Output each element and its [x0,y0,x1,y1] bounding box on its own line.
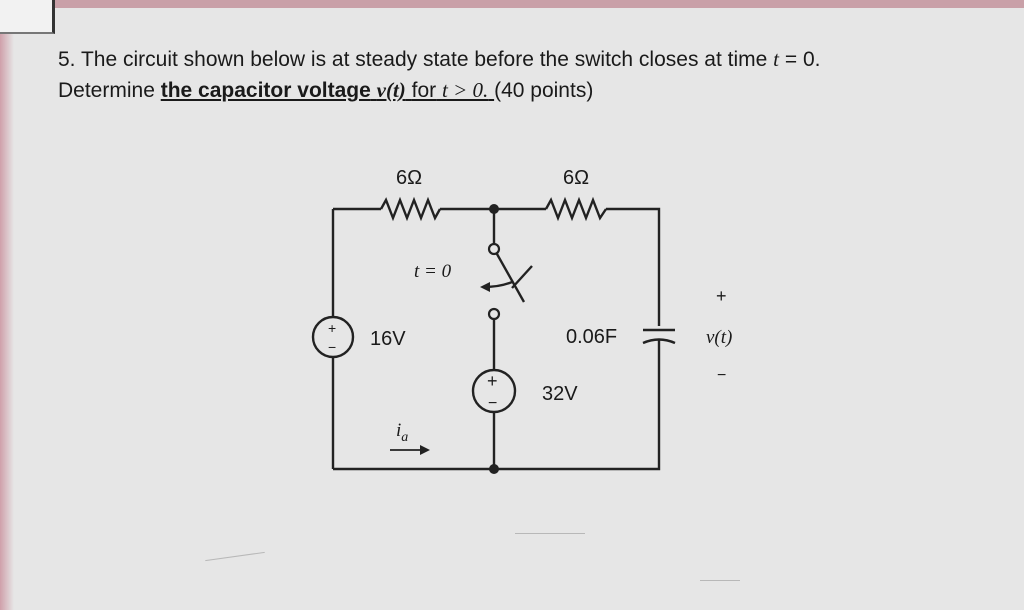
question-line2-prefix: Determine [58,79,155,102]
source-1-minus: − [328,339,336,355]
source-2-minus: − [488,395,497,412]
page-corner [0,0,55,34]
current-arrow-head [420,445,430,455]
pencil-mark-3 [700,580,740,581]
switch-arrow-head [480,282,490,292]
pencil-mark-2 [515,533,585,534]
time-condition: t > 0. [441,78,489,102]
wire-top-right [606,207,661,326]
question-line1-tail: = 0. [784,48,821,71]
capacitor-plate-bottom [642,338,676,345]
question-text: 5. The circuit shown below is at steady … [58,44,988,106]
switch-contact-top [487,242,501,256]
wire-right-bottom [333,340,661,471]
time-variable: t [773,47,779,71]
question-line1-text: The circuit shown below is at steady sta… [80,48,768,71]
resistor-1 [379,196,442,222]
vout-minus: − [717,367,726,384]
capacitor-label: 0.06F [566,326,617,348]
resistor-1-label: 6Ω [396,167,422,189]
resistor-2 [544,196,607,222]
switch-blade [495,253,526,303]
switch-tick [511,265,533,289]
question-line-1: 5. The circuit shown below is at steady … [58,44,988,75]
question-number: 5. [58,48,76,71]
page-top-strip [0,0,1024,8]
question-line-2: Determine the capacitor voltage v(t) for… [58,75,988,106]
switch-contact-bottom [487,307,501,321]
source-2-label: 32V [542,383,578,405]
question-points: (40 points) [494,79,594,102]
current-label: ia [396,420,408,445]
current-label-main: i [396,420,401,441]
switch-label: t = 0 [414,261,452,282]
question-target: the capacitor voltage [160,79,371,102]
question-for: for [411,79,437,102]
target-variable: v(t) [376,78,406,102]
source-1-label: 16V [370,328,406,350]
current-label-sub: a [401,430,408,445]
source-1-plus: + [328,320,336,336]
vout-plus: + [716,286,727,306]
page-left-edge [0,0,14,610]
vout-label: v(t) [706,327,732,348]
resistor-2-label: 6Ω [563,167,589,189]
source-2-plus: + [487,371,498,391]
